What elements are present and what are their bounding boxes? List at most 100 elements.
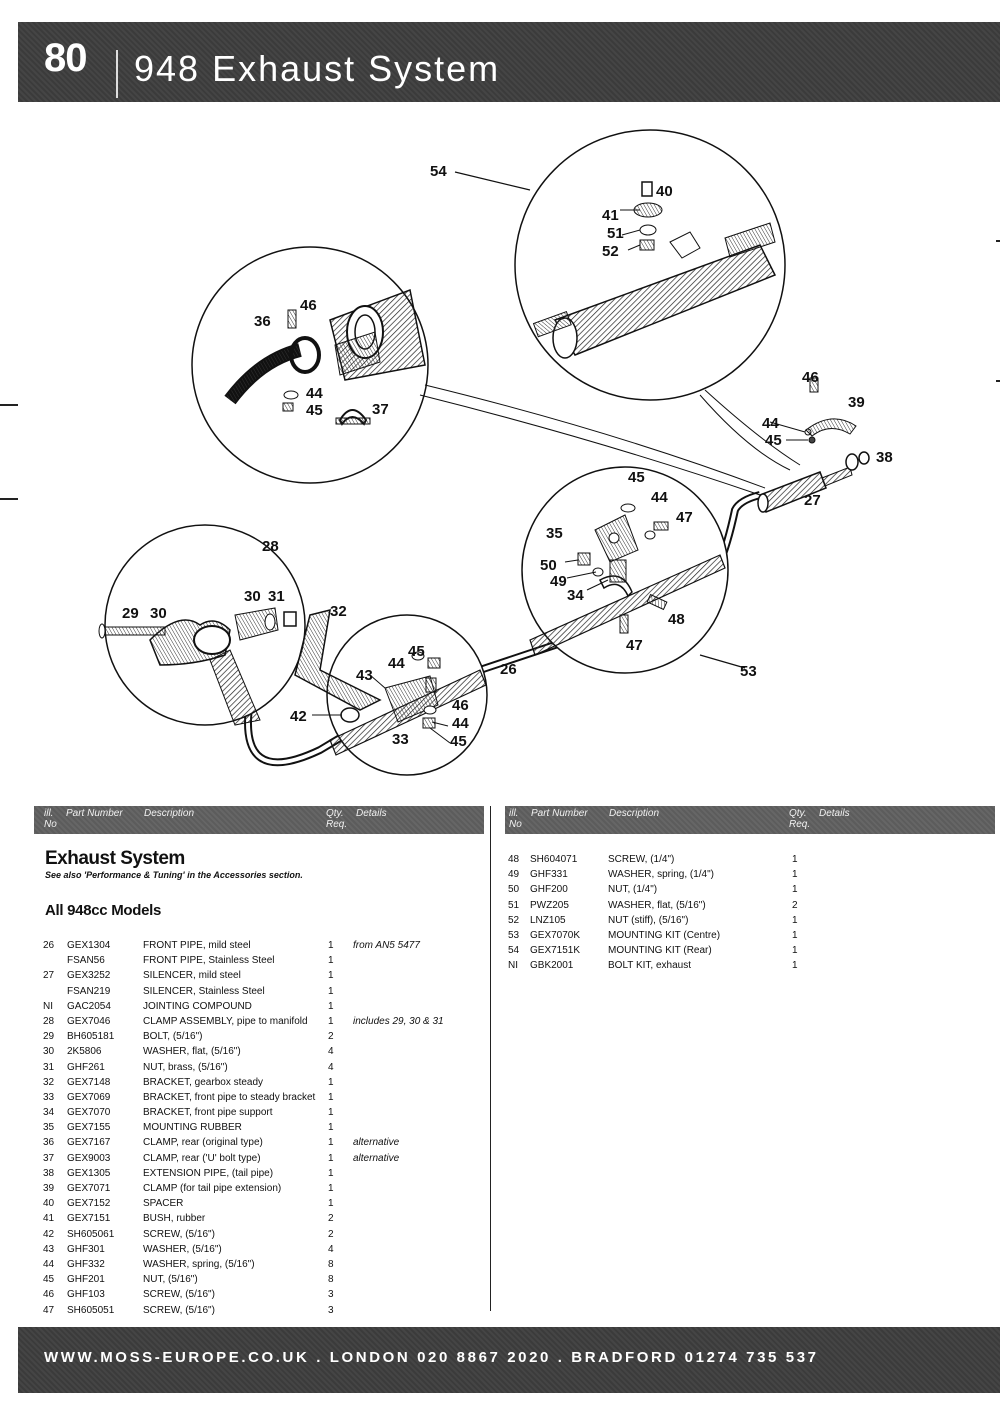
page-number: 80 [44,36,87,80]
part-description: SILENCER, mild steel [143,970,241,982]
section-title: Exhaust System [45,848,185,869]
part-number: GEX7148 [67,1076,111,1088]
quantity: 1 [792,884,798,896]
part-number: GEX7151K [530,945,581,957]
margin-mark [996,380,1000,382]
gearbox-steady-bracket [294,608,382,711]
diagram-callouts: 54 40 41 51 52 36 46 44 45 37 46 39 44 4… [122,163,893,750]
part-description: WASHER, (5/16") [143,1243,222,1255]
ill-number: 36 [43,1137,55,1149]
part-number: GEX7167 [67,1137,111,1149]
callout-number: 54 [430,163,447,180]
part-number: GEX7070K [530,929,581,941]
ill-number: 42 [43,1228,55,1240]
ill-number: 54 [508,945,520,957]
quantity: 1 [328,1152,334,1164]
quantity: 1 [792,960,798,972]
details: from AN5 5477 [353,940,420,951]
ill-number: 38 [43,1167,55,1179]
parts-table-header-left: ill. No Part Number Description Qty. Req… [34,806,484,834]
part-number: GEX7070 [67,1107,111,1119]
part-description: CLAMP (for tail pipe extension) [143,1183,282,1194]
ill-number: NI [43,1000,53,1012]
part-description: BOLT KIT, exhaust [608,960,692,972]
part-number: SH605061 [67,1228,115,1240]
part-description: WASHER, flat, (5/16") [608,899,706,911]
callout-number: 33 [392,731,409,748]
ill-number: 45 [43,1274,55,1286]
part-number: GEX7046 [67,1015,111,1027]
ill-number: 40 [43,1198,55,1210]
callout-number: 44 [651,489,668,506]
ill-number: 43 [43,1243,55,1255]
leader-lines [312,209,808,744]
quantity: 1 [328,1107,334,1119]
callout-number: 47 [676,509,693,526]
margin-mark [0,498,18,500]
details: includes 29, 30 & 31 [353,1015,444,1027]
col-no: No [44,819,57,830]
part-description: BUSH, rubber [143,1213,206,1225]
ill-number: 47 [43,1304,55,1316]
callout-number: 35 [546,525,563,542]
page-header: 80 948 Exhaust System [18,22,1000,102]
ill-number: 33 [43,1091,55,1103]
callout-number: 44 [452,715,469,732]
part-description: CLAMP ASSEMBLY, pipe to manifold [143,1015,308,1027]
ill-number: 27 [43,970,55,982]
ill-number: 35 [43,1122,55,1134]
callout-number: 29 [122,605,139,622]
quantity: 2 [792,899,798,911]
callout-number: 50 [540,557,557,574]
ill-number: 34 [43,1107,55,1119]
part-number: GHF332 [67,1258,105,1270]
ill-number: 52 [508,914,520,926]
part-description: SCREW, (5/16") [143,1304,215,1316]
callout-number: 44 [388,655,405,672]
part-description: WASHER, spring, (5/16") [143,1258,255,1270]
callout-number: 32 [330,603,347,620]
ill-number: 51 [508,899,520,911]
part-description: NUT (stiff), (5/16") [608,914,689,926]
part-number: SH604071 [530,854,578,865]
part-description: NUT, (5/16") [143,1274,198,1286]
quantity: 1 [328,985,334,997]
part-description: FRONT PIPE, Stainless Steel [143,955,275,967]
col-details: Details [819,808,850,819]
parts-table-header-right: ill. No Part Number Description Qty. Req… [505,806,995,834]
margin-mark [996,240,1000,242]
quantity: 4 [328,1061,334,1073]
col-qty: Qty. [789,808,807,819]
callout-number: 46 [802,369,819,386]
quantity: 1 [328,1000,334,1012]
part-description: BOLT, (5/16") [143,1031,203,1043]
col-ill: ill. [509,808,519,819]
part-number: GEX3252 [67,970,111,982]
quantity: 1 [792,914,798,926]
part-number: PWZ205 [530,899,569,911]
quantity: 1 [328,1076,334,1088]
column-divider [490,806,491,1311]
ill-number: 44 [43,1258,55,1270]
part-description: WASHER, flat, (5/16") [143,1046,241,1058]
quantity: 1 [328,1167,334,1179]
part-number: GEX7069 [67,1091,111,1103]
part-number: GHF331 [530,869,568,881]
callout-number: 47 [626,637,643,654]
exhaust-exploded-diagram: 54 40 41 51 52 36 46 44 45 37 46 39 44 4… [0,110,1000,800]
page-title: 948 Exhaust System [134,48,501,89]
part-description: SILENCER, Stainless Steel [143,985,265,997]
callout-number: 44 [762,415,779,432]
part-number: SH605051 [67,1304,115,1316]
callout-number: 36 [254,313,271,330]
callout-number: 27 [804,492,821,509]
callout-number: 38 [876,449,893,466]
part-number: 2K5806 [67,1046,102,1058]
quantity: 1 [328,1015,334,1027]
col-part-number: Part Number [531,808,588,819]
ill-number: 53 [508,929,520,941]
callout-number: 39 [848,394,865,411]
callout-number: 46 [452,697,469,714]
part-number: GEX7155 [67,1122,111,1134]
part-number: GHF301 [67,1243,105,1255]
